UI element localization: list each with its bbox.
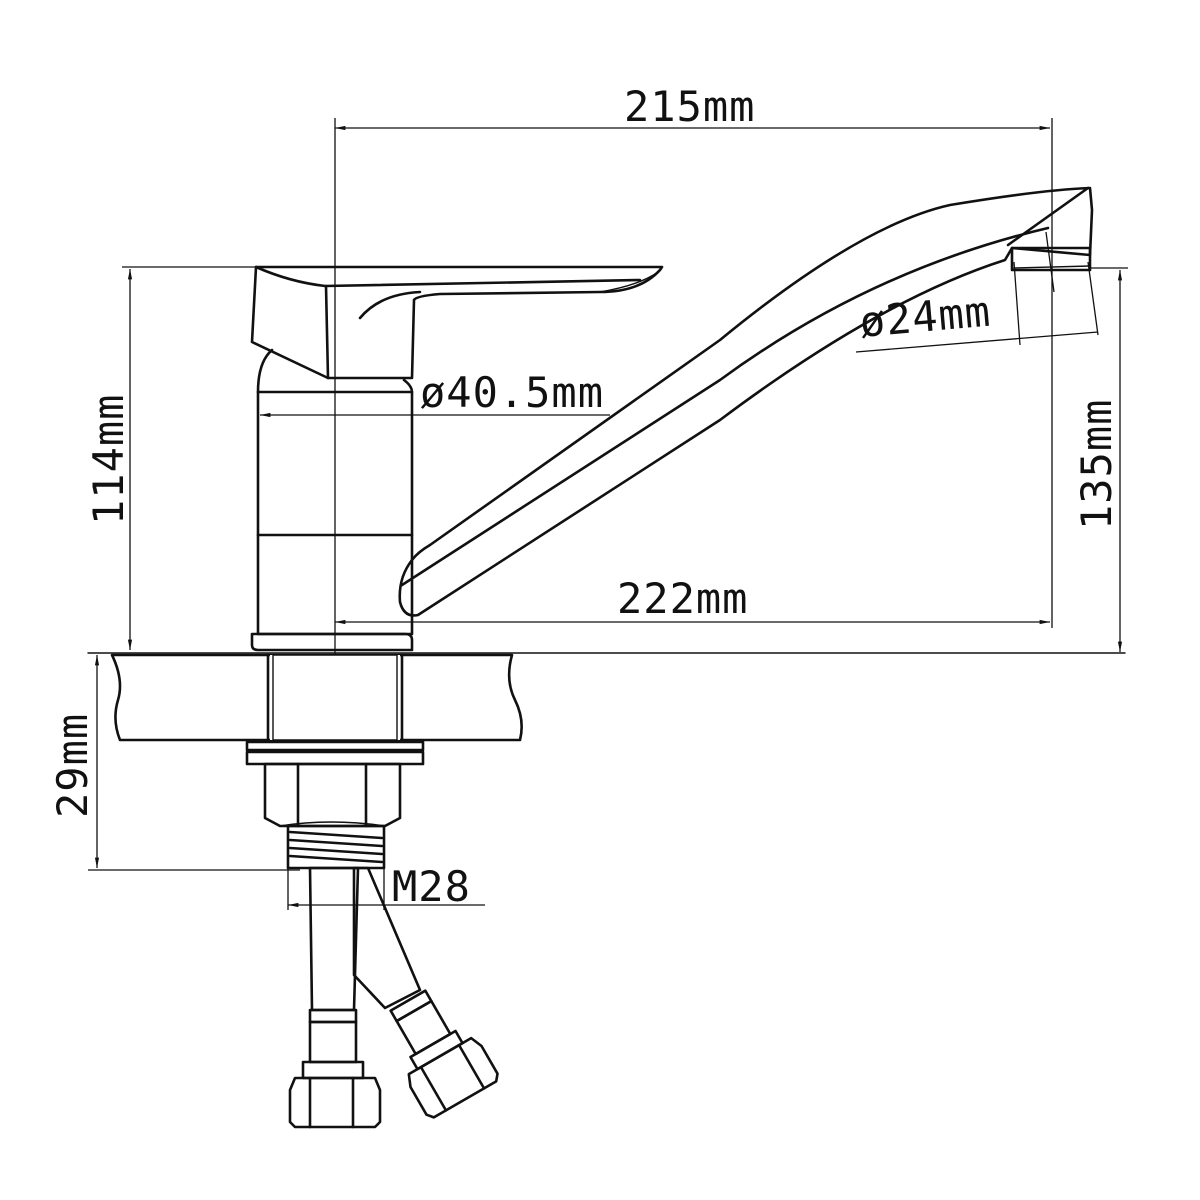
dim-215	[335, 118, 1053, 628]
label-body-height: 114mm	[84, 393, 133, 525]
lever-handle	[250, 265, 664, 380]
label-thread: M28	[392, 862, 471, 911]
label-spout-reach: 222mm	[617, 574, 749, 623]
dim-m28	[287, 868, 485, 910]
dim-135	[1090, 267, 1128, 652]
dim-24	[855, 231, 1099, 353]
label-aerator-diameter: ø24mm	[857, 286, 993, 347]
label-mount-depth: 29mm	[48, 712, 97, 818]
label-body-diameter: ø40.5mm	[420, 368, 605, 417]
faucet-body	[250, 348, 414, 652]
label-spout-height: 135mm	[1072, 398, 1121, 530]
threaded-stem	[286, 824, 386, 870]
spout	[398, 186, 1094, 617]
dim-29	[88, 655, 300, 871]
braided-hoses	[288, 866, 499, 1129]
dim-114	[122, 266, 256, 650]
countertop-section	[87, 652, 1126, 742]
label-overall-width: 215mm	[624, 82, 756, 131]
mounting-nut	[245, 740, 425, 828]
